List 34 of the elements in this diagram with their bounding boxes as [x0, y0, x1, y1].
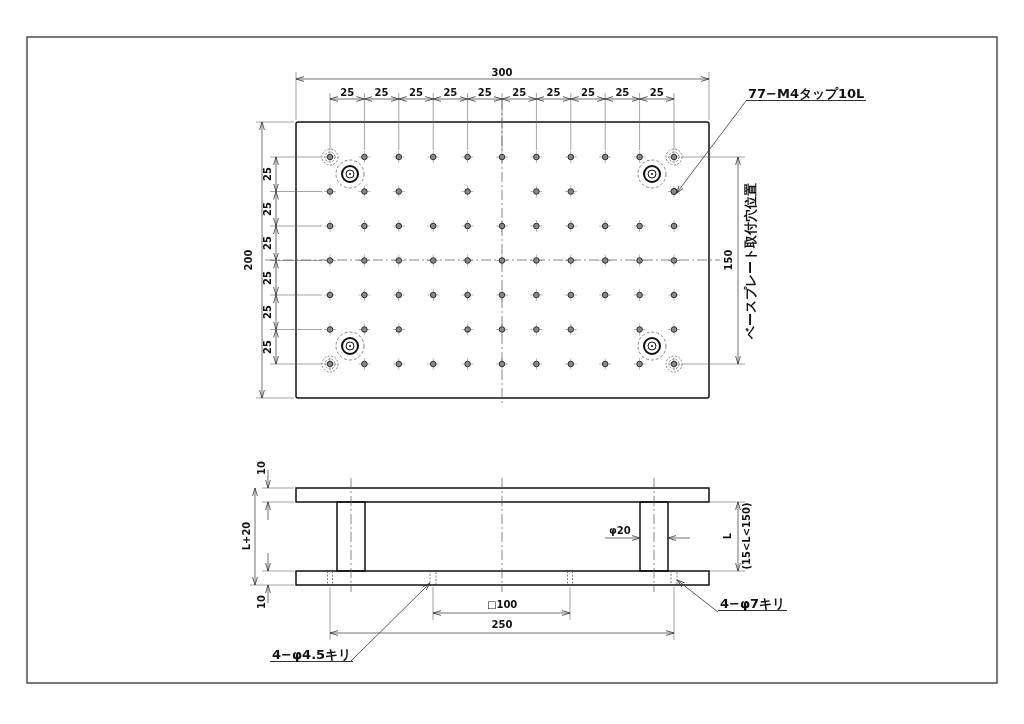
dimension-label: 25 [546, 87, 561, 99]
dimension-label: □100 [487, 599, 518, 611]
note-text: 77−M4タップ10L [746, 88, 867, 101]
note-text: 4−φ7キリ [718, 598, 788, 611]
dimension-label: (15<L<150) [740, 502, 753, 570]
dimension-label: 25 [340, 87, 355, 99]
note-text: 4−φ4.5キリ [270, 649, 354, 662]
dimension-label: 25 [477, 87, 492, 99]
dimension-label: 25 [409, 87, 423, 99]
dimension-label: 25 [261, 339, 274, 354]
dimension-label: 25 [374, 87, 389, 99]
dimension-label: 25 [615, 87, 630, 99]
dimension-label: 25 [261, 167, 274, 182]
dimension-label: φ20 [609, 525, 631, 537]
dimension-label: L [722, 532, 735, 540]
dimension-label: 25 [581, 87, 595, 99]
dimension-label: 25 [261, 305, 274, 320]
dimension-label: 25 [512, 87, 527, 99]
dimension-label: 200 [242, 249, 255, 271]
dimension-label: 25 [261, 236, 274, 251]
dimension-label: 10 [255, 595, 268, 609]
dimension-label: 25 [649, 87, 664, 99]
dimension-label: 25 [443, 87, 458, 99]
dimension-label: 25 [261, 201, 274, 216]
note-text: ベースプレート取付穴位置 [742, 182, 758, 338]
tapped-hole [670, 188, 678, 195]
drilled-hole [670, 570, 678, 586]
dimension-label: 10 [255, 461, 268, 475]
dimension-label: 300 [491, 67, 513, 79]
drilled-hole [429, 570, 437, 586]
dimension-label: 150 [722, 249, 735, 271]
dimension-label: L+20 [240, 521, 253, 551]
dimension-label: 25 [261, 270, 274, 285]
dimension-label: 250 [491, 619, 513, 631]
